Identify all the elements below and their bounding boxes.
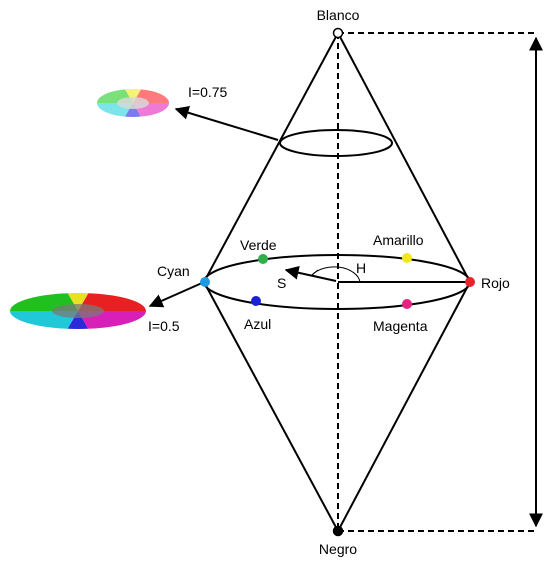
cone-edge-upper-right <box>337 32 471 283</box>
hue-point-verde <box>258 254 268 264</box>
black-point <box>332 525 344 537</box>
label-azul: Azul <box>244 316 271 332</box>
cone-edge-upper-left <box>203 32 339 283</box>
upper-slice-ellipse <box>279 129 393 157</box>
label-cyan: Cyan <box>157 263 190 279</box>
label-rojo: Rojo <box>481 275 510 291</box>
hue-point-amarillo <box>402 253 412 263</box>
color-wheel-small-icon <box>97 89 169 117</box>
hue-angle-arc <box>311 266 361 283</box>
upper-slice-pointer-arrow <box>174 105 279 141</box>
middle-slice-pointer-arrow <box>148 282 203 308</box>
hue-point-azul <box>251 296 261 306</box>
cone-edge-lower-right <box>337 281 471 532</box>
label-i-075: I=0.75 <box>188 84 228 100</box>
label-verde: Verde <box>240 237 277 253</box>
hue-angle-arrowhead <box>310 269 320 278</box>
label-magenta: Magenta <box>373 318 428 334</box>
hue-point-rojo <box>465 277 475 287</box>
label-h: H <box>356 260 366 276</box>
label-negro: Negro <box>319 541 357 557</box>
label-amarillo: Amarillo <box>373 232 424 248</box>
label-i-05: I=0.5 <box>148 318 180 334</box>
hue-point-magenta <box>402 299 412 309</box>
hue-point-cyan <box>200 277 210 287</box>
color-wheel-large-icon <box>10 293 146 329</box>
label-s: S <box>277 275 286 291</box>
cone-edge-lower-left <box>203 281 339 532</box>
label-blanco: Blanco <box>317 7 360 23</box>
white-point <box>332 27 344 39</box>
saturation-vector <box>284 265 337 282</box>
